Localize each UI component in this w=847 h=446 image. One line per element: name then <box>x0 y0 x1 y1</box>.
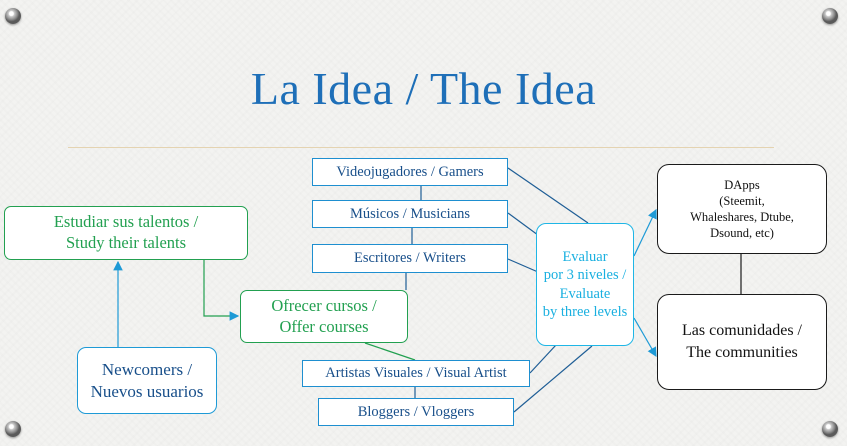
node-visual-artists: Artistas Visuales / Visual Artist <box>302 360 530 387</box>
node-dapps-line2: (Steemit, <box>719 193 765 208</box>
node-bloggers-label: Bloggers / Vloggers <box>357 403 475 420</box>
link-bloggers-evaluate <box>513 345 593 413</box>
node-communities: Las comunidades / The communities <box>657 294 827 390</box>
node-newcomers-line1: Newcomers / <box>101 360 193 380</box>
node-bloggers: Bloggers / Vloggers <box>318 398 514 426</box>
arrow-evaluate-dapps <box>633 208 657 257</box>
title-divider <box>68 147 774 148</box>
node-visual-artists-label: Artistas Visuales / Visual Artist <box>325 365 507 382</box>
node-writers-label: Escritores / Writers <box>354 250 466 267</box>
link-writers-evaluate <box>507 258 539 273</box>
node-evaluate-line3: Evaluate <box>559 285 611 302</box>
node-study-line2: Study their talents <box>65 233 187 252</box>
link-gamers-evaluate <box>507 167 589 224</box>
node-dapps: DApps (Steemit, Whaleshares, Dtube, Dsou… <box>657 164 827 254</box>
node-courses-line1: Ofrecer cursos / <box>271 295 377 315</box>
node-dapps-line1: DApps <box>724 177 760 192</box>
link-courses-visual <box>364 342 416 361</box>
node-evaluate: Evaluar por 3 niveles / Evaluate by thre… <box>536 223 634 346</box>
node-evaluate-line4: by three levels <box>542 303 628 320</box>
slide-title: La Idea / The Idea <box>250 63 597 114</box>
node-evaluate-line2: por 3 niveles / <box>543 267 627 284</box>
node-dapps-line3: Whaleshares, Dtube, <box>690 210 794 224</box>
node-newcomers-line2: Nuevos usuarios <box>90 381 204 401</box>
node-writers: Escritores / Writers <box>312 244 508 273</box>
node-study-line1: Estudiar sus talentos / <box>53 212 199 232</box>
pin-top-left <box>5 8 21 24</box>
arrow-study-courses <box>203 260 240 321</box>
node-study-talents: Estudiar sus talentos / Study their tale… <box>4 206 248 260</box>
pin-bottom-right <box>822 421 838 437</box>
pin-top-right <box>822 8 838 24</box>
link-visual-evaluate <box>529 344 557 374</box>
pin-bottom-left <box>5 421 21 437</box>
node-musicians: Músicos / Musicians <box>312 200 508 228</box>
arrow-evaluate-communities <box>633 317 657 358</box>
node-courses-line2: Offer courses <box>279 316 369 336</box>
node-dapps-line4: Dsound, etc) <box>710 226 774 241</box>
node-offer-courses: Ofrecer cursos / Offer courses <box>240 290 408 343</box>
node-musicians-label: Músicos / Musicians <box>349 205 471 222</box>
node-gamers-label: Videojugadores / Gamers <box>336 163 484 180</box>
node-newcomers: Newcomers / Nuevos usuarios <box>77 347 217 414</box>
node-communities-line1: Las comunidades / <box>682 322 802 340</box>
node-evaluate-line1: Evaluar <box>562 249 608 266</box>
node-gamers: Videojugadores / Gamers <box>312 158 508 186</box>
node-communities-line2: The communities <box>686 344 798 361</box>
